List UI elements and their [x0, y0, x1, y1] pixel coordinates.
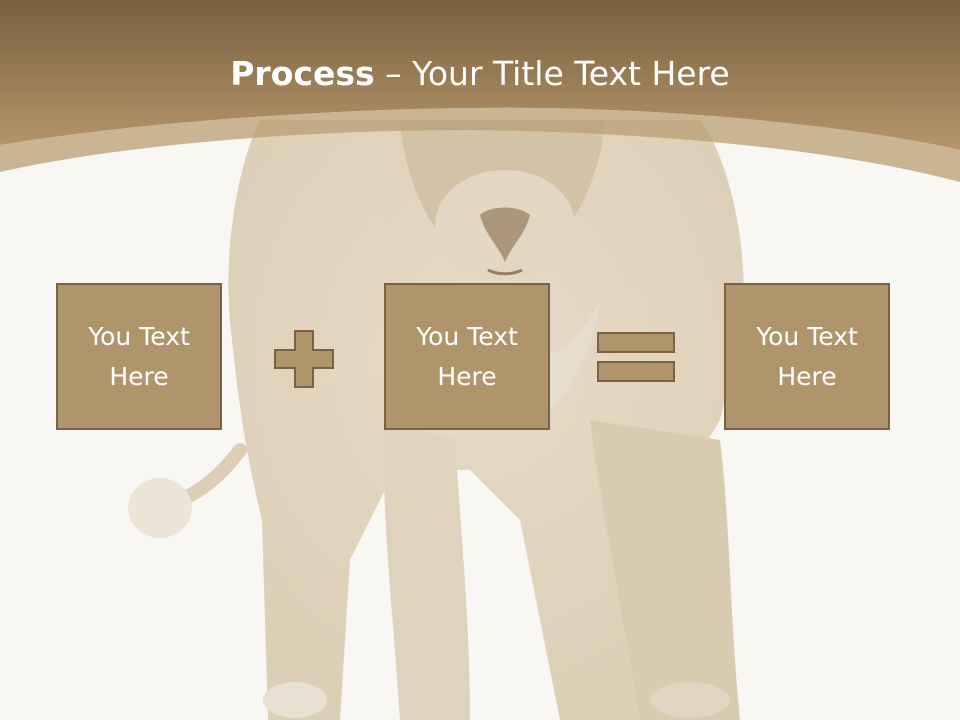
page-title: Process – Your Title Text Here — [0, 52, 960, 96]
text-box-2-line2: Here — [437, 361, 497, 391]
text-box-3-line2: Here — [777, 361, 837, 391]
text-box-3-line1: You Text — [756, 321, 858, 351]
text-box-2-label: You Text Here — [402, 317, 532, 397]
equals-icon — [597, 332, 675, 382]
text-box-1-line2: Here — [109, 361, 169, 391]
text-box-3-label: You Text Here — [742, 317, 872, 397]
header-band — [0, 0, 960, 182]
text-box-3: You Text Here — [724, 283, 890, 430]
text-box-1-label: You Text Here — [74, 317, 204, 397]
text-box-2-line1: You Text — [416, 321, 518, 351]
text-box-1: You Text Here — [56, 283, 222, 430]
text-box-2: You Text Here — [384, 283, 550, 430]
plus-icon — [274, 330, 334, 388]
title-rest: – Your Title Text Here — [374, 54, 730, 93]
text-box-1-line1: You Text — [88, 321, 190, 351]
title-bold: Process — [230, 54, 375, 93]
